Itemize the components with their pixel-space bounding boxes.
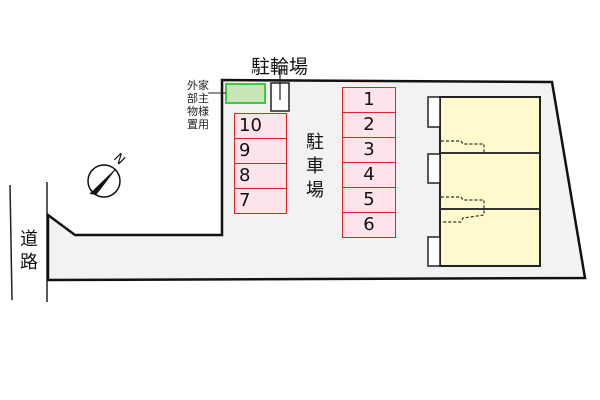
parking-slot: 3 (342, 137, 396, 163)
parking-label-3: 場 (306, 180, 324, 201)
road-edge-left (9, 184, 13, 301)
bicycle-parking-label: 駐輪場 (251, 56, 309, 78)
parking-slot: 2 (342, 112, 396, 138)
storage-label-line: 物様 (187, 105, 209, 118)
parking-slot: 4 (342, 162, 396, 188)
parking-slot: 7 (234, 188, 287, 214)
entrance (427, 153, 441, 184)
road-label-1: 道 (20, 229, 38, 250)
parking-slot: 5 (342, 187, 396, 213)
compass-icon (87, 164, 121, 198)
storage-label-line: 部主 (187, 92, 209, 105)
storage-label-line: 置用 (187, 118, 209, 131)
parking-slot: 9 (234, 138, 287, 164)
storage-shed (225, 83, 266, 104)
parking-slot: 8 (234, 163, 287, 189)
entrance (427, 96, 441, 128)
parking-slot: 1 (342, 87, 396, 113)
storage-label-line: 外家 (187, 79, 209, 92)
entrance (427, 236, 441, 267)
parking-slot: 10 (234, 113, 287, 139)
road-label-2: 路 (20, 252, 38, 273)
building (439, 96, 541, 267)
parking-slot: 6 (342, 212, 396, 238)
parking-label-2: 車 (306, 156, 324, 177)
balcony-outline (441, 140, 485, 223)
parking-label-1: 駐 (306, 132, 324, 153)
storage-label: 外家部主物様置用 (187, 79, 209, 131)
